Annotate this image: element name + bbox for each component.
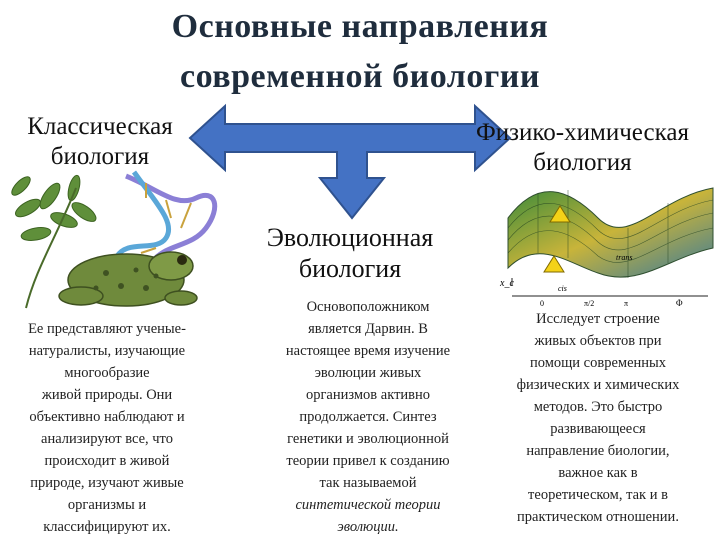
text-line: помощи современных [529, 355, 667, 371]
text-line: продолжается. Синтез [299, 409, 437, 425]
heading-line: Эволюционная [266, 223, 434, 252]
energy-surface-icon: x_c trans cis 0 π/2 π Φ [499, 187, 714, 308]
text-line: так называемой [319, 475, 417, 491]
title-line-2: современной биологии [180, 58, 540, 95]
evolution-biology-text: Основоположником является Дарвин. В наст… [262, 296, 474, 538]
heading-line: Классическая [27, 113, 173, 140]
text-line: классифицируют их. [43, 519, 171, 535]
text-line: генетики и эволюционной [287, 431, 449, 447]
text-line: развивающееся [550, 421, 646, 437]
text-line: Ее представляют ученые- [28, 321, 186, 337]
graph-tick-0: 0 [540, 299, 544, 308]
text-line: объективно наблюдают и [29, 409, 185, 425]
graph-cis-label: cis [558, 284, 567, 293]
text-line: организмы и [67, 497, 147, 513]
text-line: натуралисты, изучающие [28, 343, 186, 359]
text-line: теоретическом, так и в [528, 487, 668, 503]
text-line: происходит в живой [44, 453, 170, 469]
heading-line: биология [533, 149, 632, 176]
text-line: направление биологии, [526, 443, 670, 459]
physchem-biology-heading: Физико-химическая биология [445, 118, 720, 178]
text-line: эволюции живых [314, 365, 422, 381]
text-line: многообразие [64, 365, 150, 381]
graph-tick-pi: π [624, 299, 628, 308]
text-line: анализируют все, что [41, 431, 173, 447]
text-line: живых объектов при [534, 333, 662, 349]
dna-plants-frog-icon [11, 170, 218, 309]
graph-xaxis-label: Φ [676, 298, 683, 308]
text-line: методов. Это быстро [533, 399, 663, 415]
text-line: Исследует строение [536, 311, 660, 327]
graph-yaxis-label: x_c [499, 278, 514, 289]
title-line-1: Основные направления [171, 8, 549, 45]
text-line: природе, изучают живые [30, 475, 184, 491]
graph-tick-pi2: π/2 [584, 299, 594, 308]
text-line: теории привел к созданию [286, 453, 450, 469]
text-line-italic: синтетической теории [295, 497, 441, 513]
text-line: физических и химических [516, 377, 680, 393]
evolution-biology-heading: Эволюционная биология [240, 222, 460, 284]
text-line: важное как в [558, 465, 638, 481]
text-line: настоящее время изучение [285, 343, 451, 359]
heading-line: Физико-химическая [476, 119, 689, 146]
text-line-italic: эволюции. [337, 519, 399, 535]
physchem-biology-text: Исследует строение живых объектов при по… [478, 308, 718, 528]
classical-biology-heading: Классическая биология [0, 112, 200, 172]
heading-line: биология [298, 254, 402, 283]
classical-biology-text: Ее представляют ученые- натуралисты, изу… [6, 318, 208, 538]
text-line: практическом отношении. [517, 509, 679, 525]
slide-title: Основные направления современной биологи… [0, 2, 720, 102]
text-line: организмов активно [305, 387, 431, 403]
heading-line: биология [50, 143, 150, 170]
text-line: является Дарвин. В [308, 321, 428, 337]
text-line: живой природы. Они [41, 387, 173, 403]
text-line: Основоположником [306, 299, 430, 315]
graph-trans-label: trans [616, 253, 632, 262]
